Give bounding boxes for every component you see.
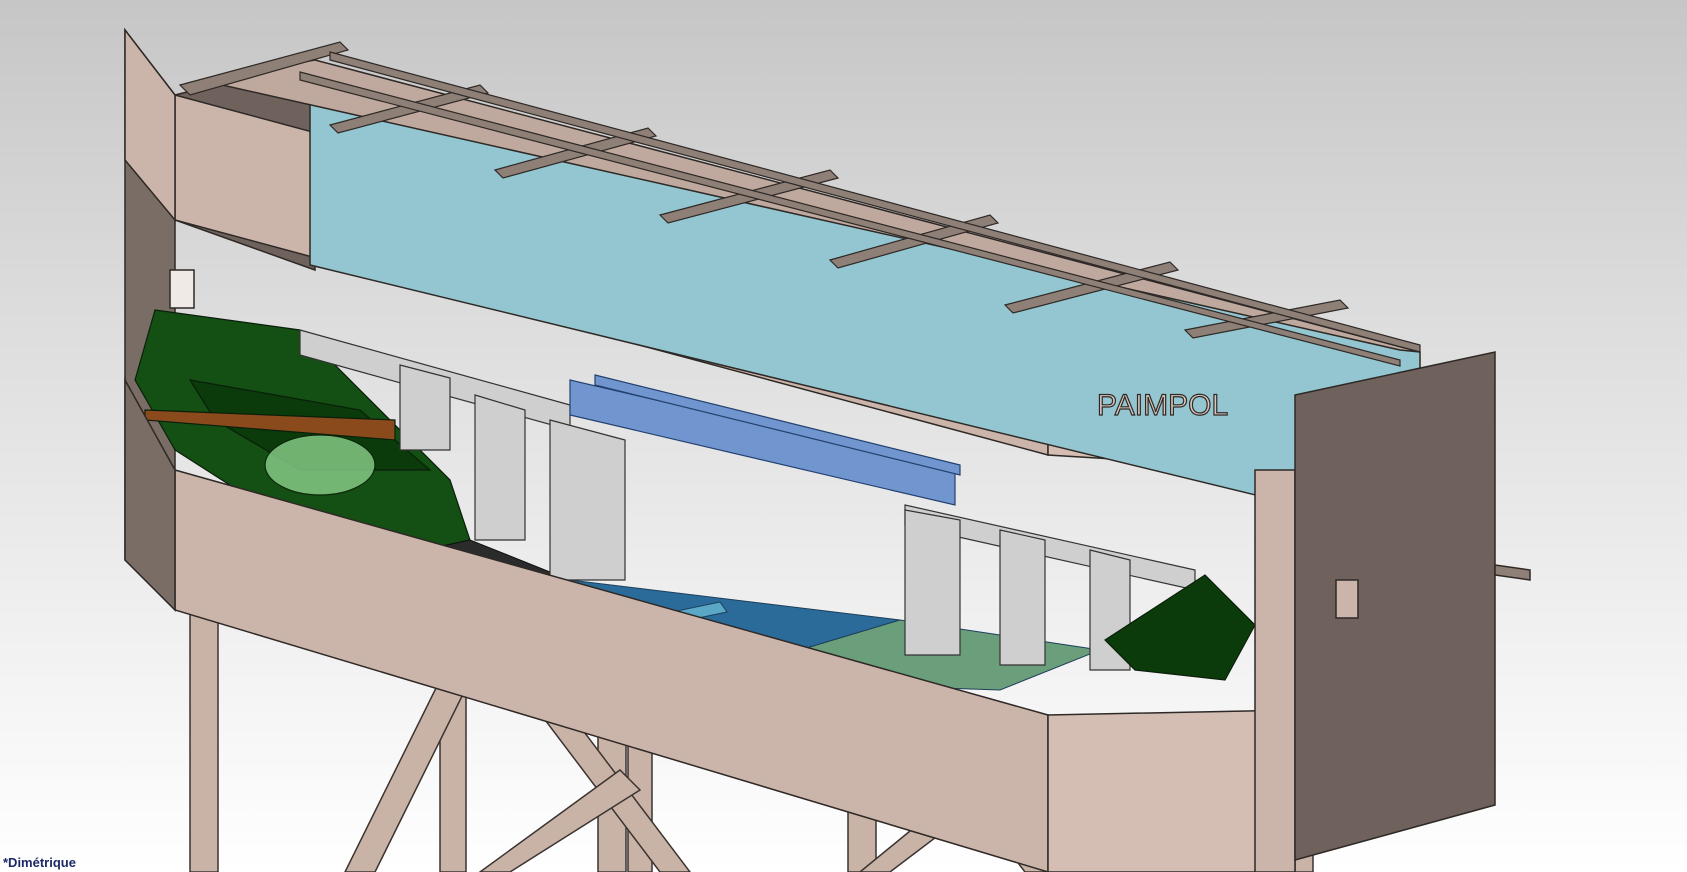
roof-beams <box>178 41 1421 367</box>
terrain-left <box>134 309 471 566</box>
stilts-support-structure <box>189 609 1314 872</box>
bridge-deck <box>569 374 961 506</box>
paimpol-sign: PAIMPOL <box>1097 389 1228 422</box>
viaduct-right <box>904 504 1196 671</box>
viaduct-left <box>299 329 626 581</box>
building-front-panels <box>124 269 1531 872</box>
view-orientation-label: *Dimétrique <box>3 855 76 870</box>
terrain-right <box>1104 574 1256 681</box>
